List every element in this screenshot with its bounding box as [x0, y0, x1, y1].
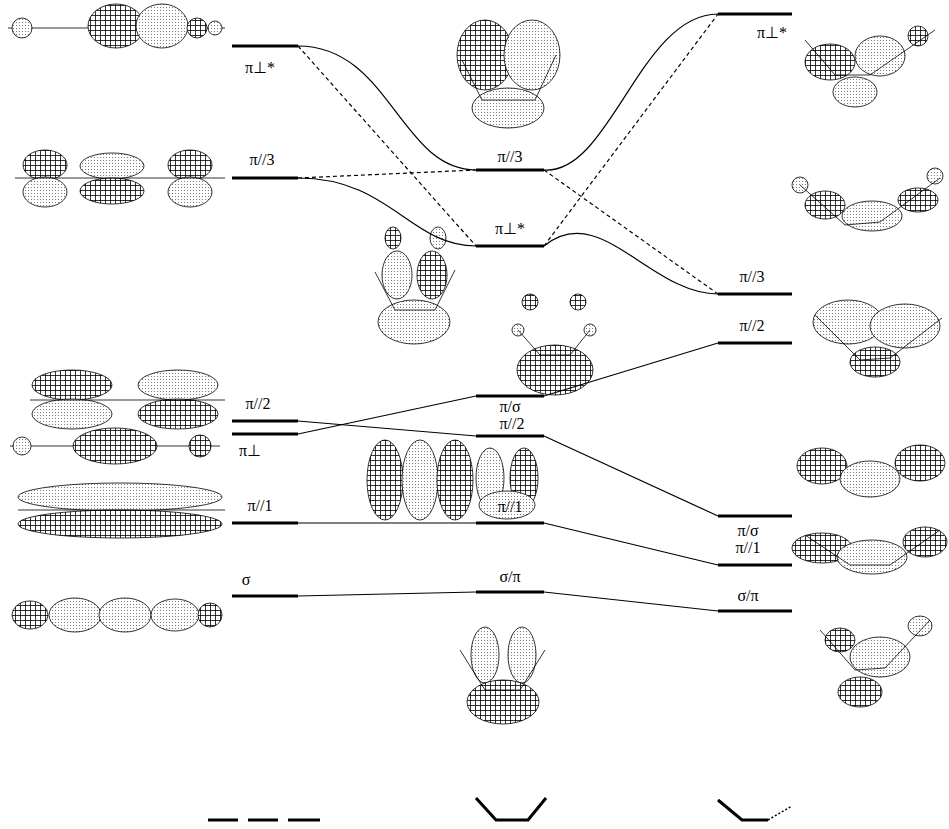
- orbital-label: π/σ: [499, 399, 520, 415]
- geometry-icons: [208, 798, 792, 820]
- orbital-label: σ/π: [737, 588, 758, 604]
- orbital-label: π//1: [248, 498, 273, 514]
- orbital-label: π⊥: [239, 443, 261, 459]
- orbital-label: σ: [242, 572, 251, 588]
- orbital-label: π/σ: [737, 523, 758, 539]
- orbital-label: π⊥*: [245, 60, 275, 76]
- orbital-label: π//2: [500, 416, 525, 432]
- orbital-label: π⊥*: [757, 25, 787, 41]
- orbital-label: π//2: [246, 396, 271, 412]
- orbital-label: π//1: [498, 499, 523, 515]
- orbital-lobes: [8, 4, 947, 724]
- correlation-lines: [298, 14, 718, 611]
- orbital-label: π//3: [250, 152, 275, 168]
- orbital-label: π//1: [736, 540, 761, 556]
- orbital-label: π//3: [740, 269, 765, 285]
- energy-levels: [232, 14, 792, 611]
- orbital-label: σ/π: [499, 569, 520, 585]
- orbital-label: π⊥*: [495, 221, 525, 237]
- orbital-label: π//3: [498, 149, 523, 165]
- orbital-label: π//2: [740, 318, 765, 334]
